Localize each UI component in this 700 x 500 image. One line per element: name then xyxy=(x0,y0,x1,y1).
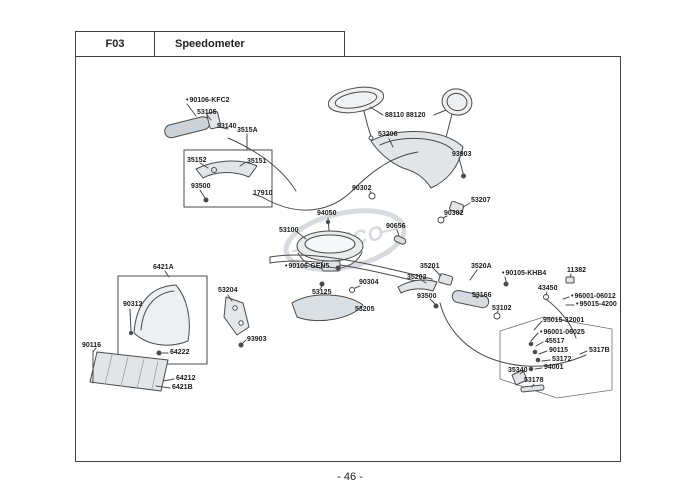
handlebar-cover xyxy=(370,130,464,189)
part-label: 90106-GEN5 xyxy=(285,263,329,271)
part-label: 53100 xyxy=(279,227,299,234)
part-label: 53102 xyxy=(492,305,512,312)
part-label: 94050 xyxy=(317,210,337,217)
part-label: 64222 xyxy=(170,349,190,356)
part-label: 53172 xyxy=(552,356,572,363)
part-label: 90304 xyxy=(359,279,379,286)
part-label: 96001-06025 xyxy=(540,329,584,337)
part-label: 53206 xyxy=(378,131,398,138)
part-label: 35201 xyxy=(420,263,440,270)
part-label: 90302 xyxy=(444,210,464,217)
part-label: 43450 xyxy=(538,285,558,292)
part-label: 6421B xyxy=(172,384,193,391)
throttle-grip-assembly xyxy=(397,266,577,339)
part-label: 53204 xyxy=(218,287,238,294)
part-label: 53205 xyxy=(355,306,375,313)
part-label: 35340 xyxy=(508,367,528,374)
part-label: 35152 xyxy=(187,157,207,164)
part-label: 3515A xyxy=(237,127,258,134)
part-label: 11382 xyxy=(567,267,587,274)
page-title: Speedometer xyxy=(175,38,245,50)
part-label: 90312 xyxy=(123,301,143,308)
part-label: 5317B xyxy=(589,347,610,354)
meter-cover xyxy=(291,294,364,322)
part-label: 90302 xyxy=(352,185,372,192)
left-grip xyxy=(164,103,248,150)
lower-garnish xyxy=(89,347,175,392)
part-label: 88110 88120 xyxy=(385,112,426,119)
part-label: 93903 xyxy=(247,336,267,343)
part-label: 53166 xyxy=(472,292,492,299)
mirror-left xyxy=(327,86,385,141)
mirror-right xyxy=(441,88,473,142)
part-label: 45517 xyxy=(545,338,565,345)
page-number: - 46 - xyxy=(337,471,363,483)
part-label: 93500 xyxy=(191,183,211,190)
meter-bracket xyxy=(223,294,250,336)
part-label: 95015-32001 xyxy=(543,317,585,324)
part-label: 90116 xyxy=(82,342,102,349)
part-label: 17910 xyxy=(253,190,273,197)
part-label: 90656 xyxy=(386,223,406,230)
right-parts-cluster xyxy=(439,302,613,399)
part-label: 93903 xyxy=(452,151,472,158)
part-label: 53178 xyxy=(524,377,544,384)
part-label: 53207 xyxy=(471,197,491,204)
section-code: F03 xyxy=(105,38,125,50)
part-label: 96001-06012 xyxy=(571,293,615,301)
part-label: 95015-4200 xyxy=(576,301,616,309)
diagram-border xyxy=(75,56,621,462)
part-label: 53105 xyxy=(197,109,217,116)
brake-lever-assembly xyxy=(183,149,273,208)
windshield-panel xyxy=(117,270,208,365)
throttle-cable xyxy=(227,137,419,211)
part-label: 93500 xyxy=(417,293,437,300)
part-label: 53140 xyxy=(217,123,237,130)
part-label: 53125 xyxy=(312,289,332,296)
part-label: 64212 xyxy=(176,375,196,382)
part-label: 35151 xyxy=(247,158,267,165)
part-label: 35202 xyxy=(407,274,427,281)
part-label: 90106-KFC2 xyxy=(186,97,229,105)
part-label: 90115 xyxy=(549,347,569,354)
part-label: 90105-KHB4 xyxy=(502,270,546,278)
part-label: 6421A xyxy=(153,264,174,271)
part-label: 3520A xyxy=(471,263,492,270)
part-label: 94001 xyxy=(544,364,564,371)
